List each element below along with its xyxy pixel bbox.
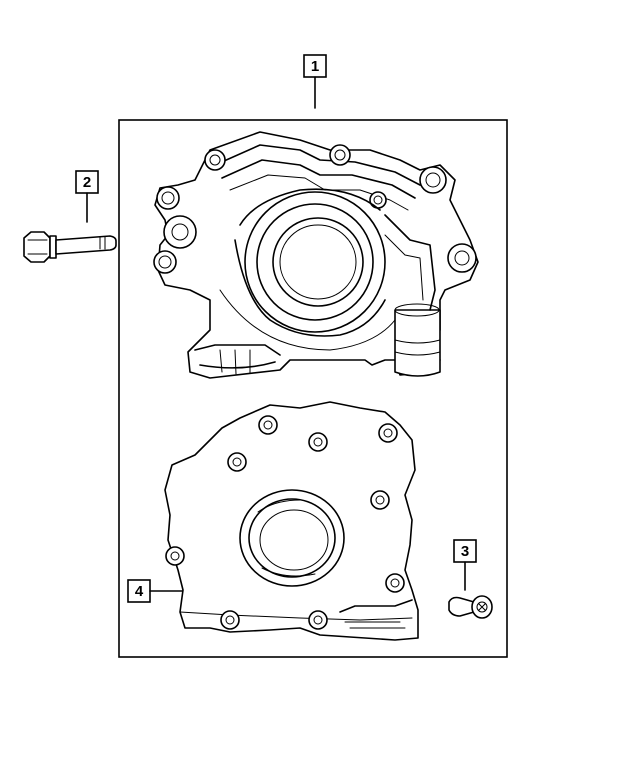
callout-2[interactable]: 2	[75, 170, 99, 223]
callout-3-label: 3	[461, 543, 469, 560]
cover-screw-drawing	[448, 595, 493, 619]
callout-2-label: 2	[83, 174, 91, 191]
callout-3[interactable]: 3	[453, 539, 477, 591]
assembly-frame	[118, 119, 508, 658]
callout-4-label: 4	[135, 583, 144, 600]
oil-pump-drawing	[153, 131, 479, 379]
pump-cover-drawing	[164, 401, 419, 641]
callout-4[interactable]: 4	[127, 579, 189, 603]
callout-1-label: 1	[311, 58, 319, 75]
flange-bolt-drawing	[23, 231, 117, 263]
cover-bolt-heads	[165, 415, 405, 630]
callout-1[interactable]: 1	[303, 54, 327, 109]
